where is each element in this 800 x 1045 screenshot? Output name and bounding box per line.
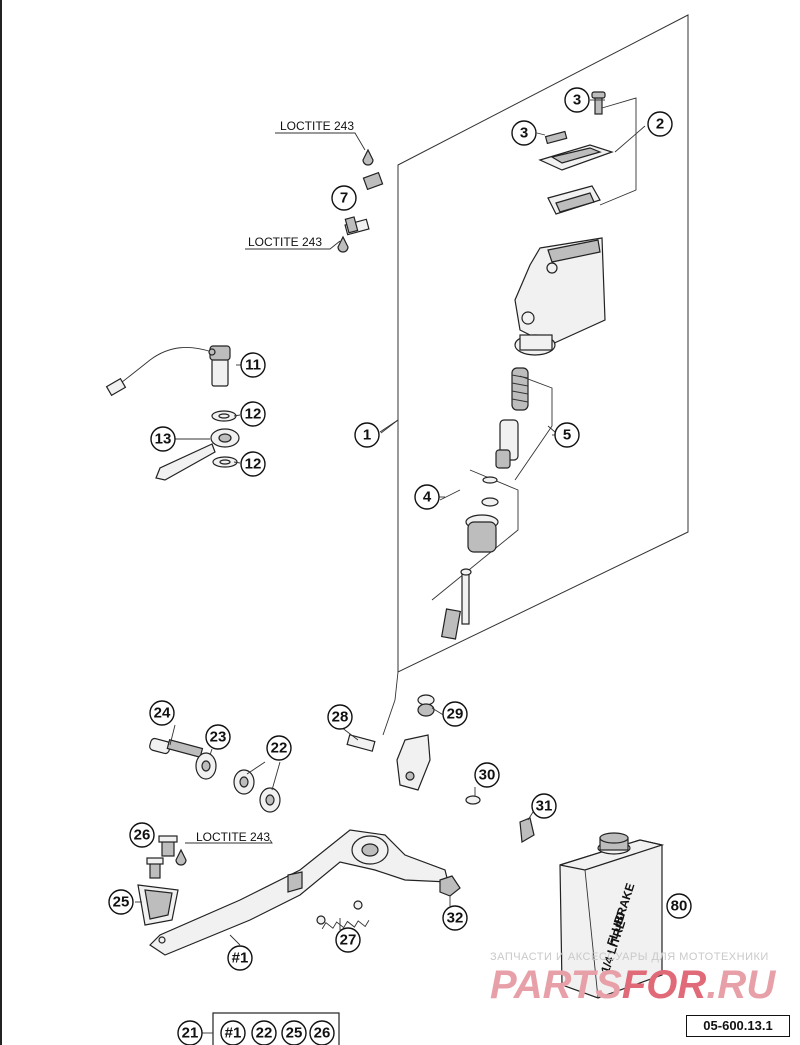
watermark-brand-b: FOR	[622, 963, 707, 1007]
callout-32: 32	[442, 905, 468, 931]
callout-11: 11	[240, 352, 266, 378]
svg-text:11: 11	[245, 357, 261, 374]
callout-24: 24	[149, 700, 175, 726]
callout-21: 21	[177, 1020, 203, 1045]
push-rod	[440, 568, 472, 640]
callout-leaders	[135, 99, 646, 946]
svg-text:25: 25	[113, 894, 130, 911]
svg-text:24: 24	[154, 705, 171, 722]
watermark-tagline: ЗАПЧАСТИ И АКСЕССУАРЫ ДЛЯ МОТОТЕХНИКИ	[490, 951, 769, 963]
assembly-frame-outline	[397, 14, 689, 673]
set-item-25: 25	[281, 1020, 307, 1045]
callout-28: 28	[327, 704, 353, 730]
callout-80: 80	[666, 893, 692, 919]
callout-pedal-1: #1	[227, 945, 253, 971]
callout-7: 7	[331, 185, 357, 211]
svg-text:4: 4	[423, 489, 432, 506]
set-item-22: 22	[251, 1020, 277, 1045]
svg-text:3: 3	[520, 125, 528, 142]
svg-text:21: 21	[182, 1025, 199, 1042]
svg-text:30: 30	[479, 767, 496, 784]
callout-5: 5	[554, 422, 580, 448]
callout-12-lower: 12	[240, 451, 266, 477]
callout-3-lower: 3	[511, 120, 537, 146]
clevis-fork	[346, 694, 535, 843]
svg-text:26: 26	[314, 1025, 331, 1042]
loctite-label-bottom: LOCTITE 243	[196, 830, 270, 844]
callout-29: 29	[442, 701, 468, 727]
set-box: 21 #1 22 25 26	[177, 1012, 340, 1045]
watermark-brand-c: .RU	[706, 963, 776, 1007]
callout-12-upper: 12	[240, 401, 266, 427]
brake-fluid-bottle: BRAKE FLUID 1/4 LITRE	[559, 832, 665, 999]
svg-text:#1: #1	[225, 1025, 242, 1042]
reservoir-cover	[538, 144, 614, 215]
svg-text:29: 29	[447, 706, 464, 723]
svg-text:28: 28	[332, 709, 349, 726]
watermark-brand-a: PARTS	[490, 963, 622, 1007]
svg-text:22: 22	[271, 740, 288, 757]
banjo-and-washers	[155, 410, 240, 481]
callout-26: 26	[129, 822, 155, 848]
callout-22: 22	[266, 735, 292, 761]
svg-text:31: 31	[536, 798, 553, 815]
brake-light-switch	[105, 345, 231, 397]
callout-23: 23	[205, 724, 231, 750]
svg-text:2: 2	[656, 116, 664, 133]
loctite-label-top: LOCTITE 243	[280, 119, 354, 133]
watermark-brand: PARTSFOR.RU	[490, 963, 776, 1007]
svg-text:22: 22	[256, 1025, 273, 1042]
drawing-code-label: 05-600.13.1	[686, 1015, 790, 1037]
svg-text:13: 13	[155, 431, 172, 448]
svg-text:80: 80	[671, 898, 688, 915]
set-item-26: 26	[309, 1020, 335, 1045]
svg-text:3: 3	[573, 92, 581, 109]
svg-text:5: 5	[563, 427, 571, 444]
svg-text:26: 26	[134, 827, 151, 844]
svg-text:25: 25	[286, 1025, 303, 1042]
piston-and-spring	[495, 367, 556, 481]
master-cylinder-body	[514, 237, 606, 356]
callout-4: 4	[414, 484, 440, 510]
svg-text:#1: #1	[232, 950, 249, 967]
brake-pedal	[137, 829, 461, 956]
svg-text:7: 7	[340, 190, 348, 207]
svg-text:32: 32	[447, 910, 464, 927]
watermark: ЗАПЧАСТИ И АКСЕССУАРЫ ДЛЯ МОТОТЕХНИКИ PA…	[490, 951, 776, 1007]
set-item-pedal: #1	[220, 1020, 246, 1045]
footpeg-bolts	[146, 835, 273, 879]
callout-27: 27	[335, 927, 361, 953]
svg-text:27: 27	[340, 932, 357, 949]
return-spring	[316, 900, 370, 930]
svg-text:12: 12	[245, 456, 262, 473]
callout-3-upper: 3	[564, 87, 590, 113]
loctite-label-middle: LOCTITE 243	[248, 235, 322, 249]
callout-13: 13	[150, 426, 176, 452]
mounting-bolts-7	[245, 132, 384, 253]
callout-31: 31	[531, 793, 557, 819]
loctite-labels: LOCTITE 243 LOCTITE 243 LOCTITE 243	[196, 119, 354, 844]
callout-2: 2	[647, 111, 673, 137]
callout-25: 25	[108, 889, 134, 915]
callout-30: 30	[474, 762, 500, 788]
svg-text:1: 1	[363, 427, 371, 444]
svg-text:12: 12	[245, 406, 262, 423]
svg-text:23: 23	[210, 729, 227, 746]
callout-1: 1	[354, 422, 380, 448]
pivot-bolt-and-bushings	[149, 737, 281, 813]
reservoir-cap-screws	[544, 91, 637, 206]
seal-kit	[431, 469, 519, 601]
